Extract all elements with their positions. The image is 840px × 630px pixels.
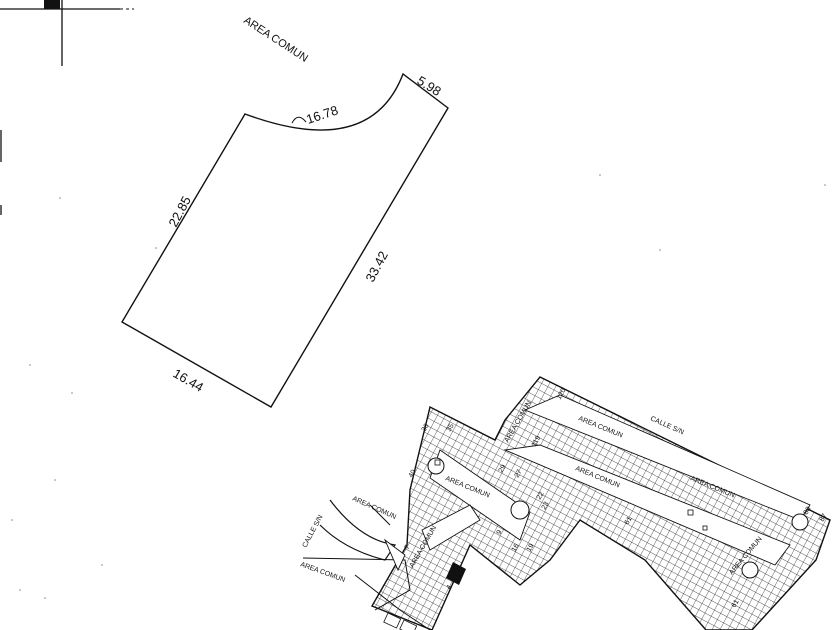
plan-area-comun-label: AREA COMUN: [241, 14, 310, 64]
subdivision-boundary: [370, 376, 831, 630]
lot-number: 87: [819, 513, 829, 523]
lot-number: 120: [556, 387, 568, 401]
lot-number: 61: [731, 599, 741, 609]
lot-number: 35: [446, 423, 456, 433]
site-map: [302, 376, 831, 630]
lot-outline: [121, 72, 449, 408]
lot-number: 19: [526, 543, 536, 553]
lot-number: 16: [511, 543, 521, 553]
top-edge-label: 5.98: [414, 73, 443, 99]
bottom-edge-label: 16.44: [171, 366, 207, 395]
highlighted-lot: [446, 562, 466, 585]
right-edge-label: 33.42: [362, 249, 391, 285]
lot-number: 40: [408, 469, 418, 479]
lot-number: 9: [496, 529, 504, 536]
lot-number: 4: [446, 584, 454, 591]
scan-specks: [11, 174, 826, 599]
lot-number: 22: [536, 491, 546, 501]
left-edge-label: 22.85: [165, 194, 194, 230]
lot-numbers: 36 35 40 29 27 120 119 23 22 19 16 9 7 4…: [404, 387, 829, 609]
area-comun-label: AREA COMUN: [351, 495, 397, 521]
arc-length-label: 16.78: [304, 103, 340, 127]
lot-number: 61: [624, 516, 634, 526]
lot-number: 7: [404, 544, 412, 551]
lot-number: 36: [421, 423, 431, 433]
lot-number: 119: [531, 435, 543, 448]
calle-left-label: CALLE S/N: [302, 514, 325, 549]
north-arrow-icon: [0, 0, 134, 66]
lot-number: 88: [803, 506, 813, 516]
lot-number: 29: [498, 464, 508, 474]
lot-number: 23: [541, 501, 551, 511]
area-comun-label: AREA COMUN: [299, 561, 346, 584]
lot-number: 27: [514, 469, 524, 479]
